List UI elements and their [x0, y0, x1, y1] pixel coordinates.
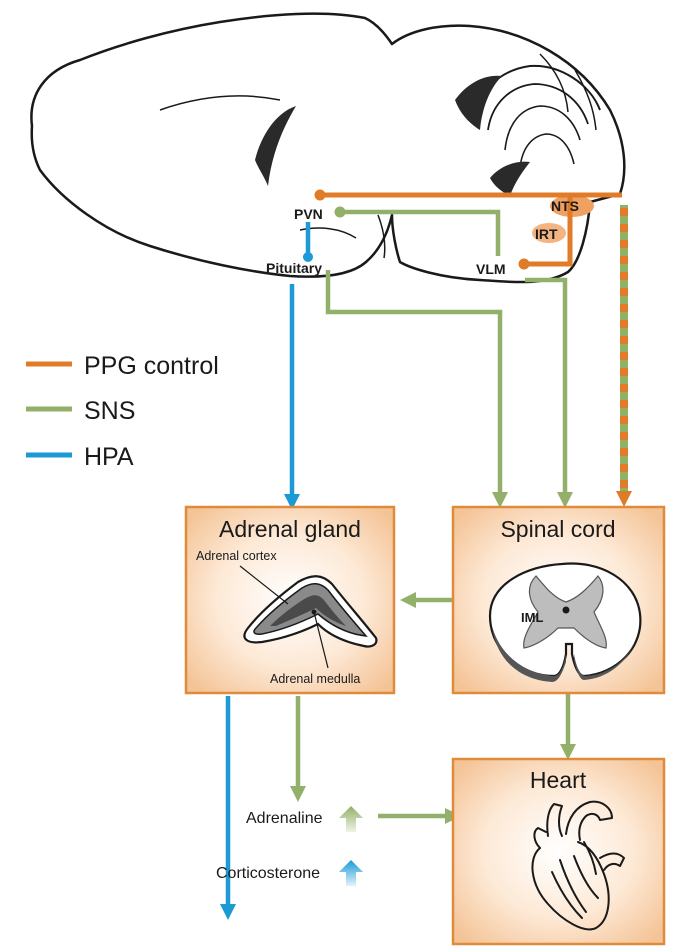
- legend: PPG control SNS HPA: [26, 352, 219, 471]
- adrenaline-up-arrow: [339, 806, 363, 832]
- heart-title: Heart: [530, 767, 587, 793]
- heart-box: Heart: [451, 757, 666, 946]
- brain-outline: [30, 12, 626, 284]
- adrenal-medulla-shape: [270, 595, 346, 626]
- spinal-central-canal: [562, 606, 570, 614]
- label-iml: IML: [521, 610, 543, 625]
- spinal-cord-box: Spinal cord IML: [451, 505, 666, 695]
- sns-pathway: [295, 209, 571, 819]
- legend-label-hpa: HPA: [84, 443, 134, 471]
- label-nts: NTS: [551, 198, 579, 214]
- label-adrenal-cortex: Adrenal cortex: [196, 549, 277, 563]
- ppg-sns-combined-line: [620, 205, 628, 491]
- label-adrenaline: Adrenaline: [246, 810, 323, 827]
- adrenal-gland-box: Adrenal gland Adrenal cortex Adrenal med…: [184, 505, 396, 695]
- hpa-arrowheads: [220, 494, 300, 920]
- sns-terminal-pvn: [334, 206, 346, 218]
- adrenal-gland-title: Adrenal gland: [219, 516, 361, 542]
- label-irt: IRT: [535, 226, 558, 242]
- spinal-cord-title: Spinal cord: [500, 516, 615, 542]
- irt-nucleus: [532, 223, 566, 243]
- ppg-terminal-pvn: [314, 189, 326, 201]
- label-pvn: PVN: [294, 206, 323, 222]
- label-vlm: VLM: [476, 261, 506, 277]
- ppg-sns-arrowhead: [616, 491, 632, 507]
- label-pituitary: Pituitary: [266, 260, 322, 276]
- label-adrenal-medulla: Adrenal medulla: [270, 672, 360, 686]
- hpa-terminal-pvn: [303, 252, 313, 262]
- adrenal-medulla-pointer: [313, 611, 329, 669]
- legend-label-ppg: PPG control: [84, 352, 219, 380]
- label-corticosterone: Corticosterone: [216, 865, 320, 882]
- ppg-pathway: [320, 192, 622, 267]
- ppg-terminal-vlm: [518, 258, 530, 270]
- hpa-pathway: [225, 222, 311, 904]
- heart-drawing: [531, 800, 625, 931]
- adrenal-cortex-pointer: [239, 565, 289, 605]
- legend-label-sns: SNS: [84, 397, 135, 425]
- corticosterone-up-arrow: [339, 860, 363, 886]
- sns-arrowheads: [290, 492, 576, 824]
